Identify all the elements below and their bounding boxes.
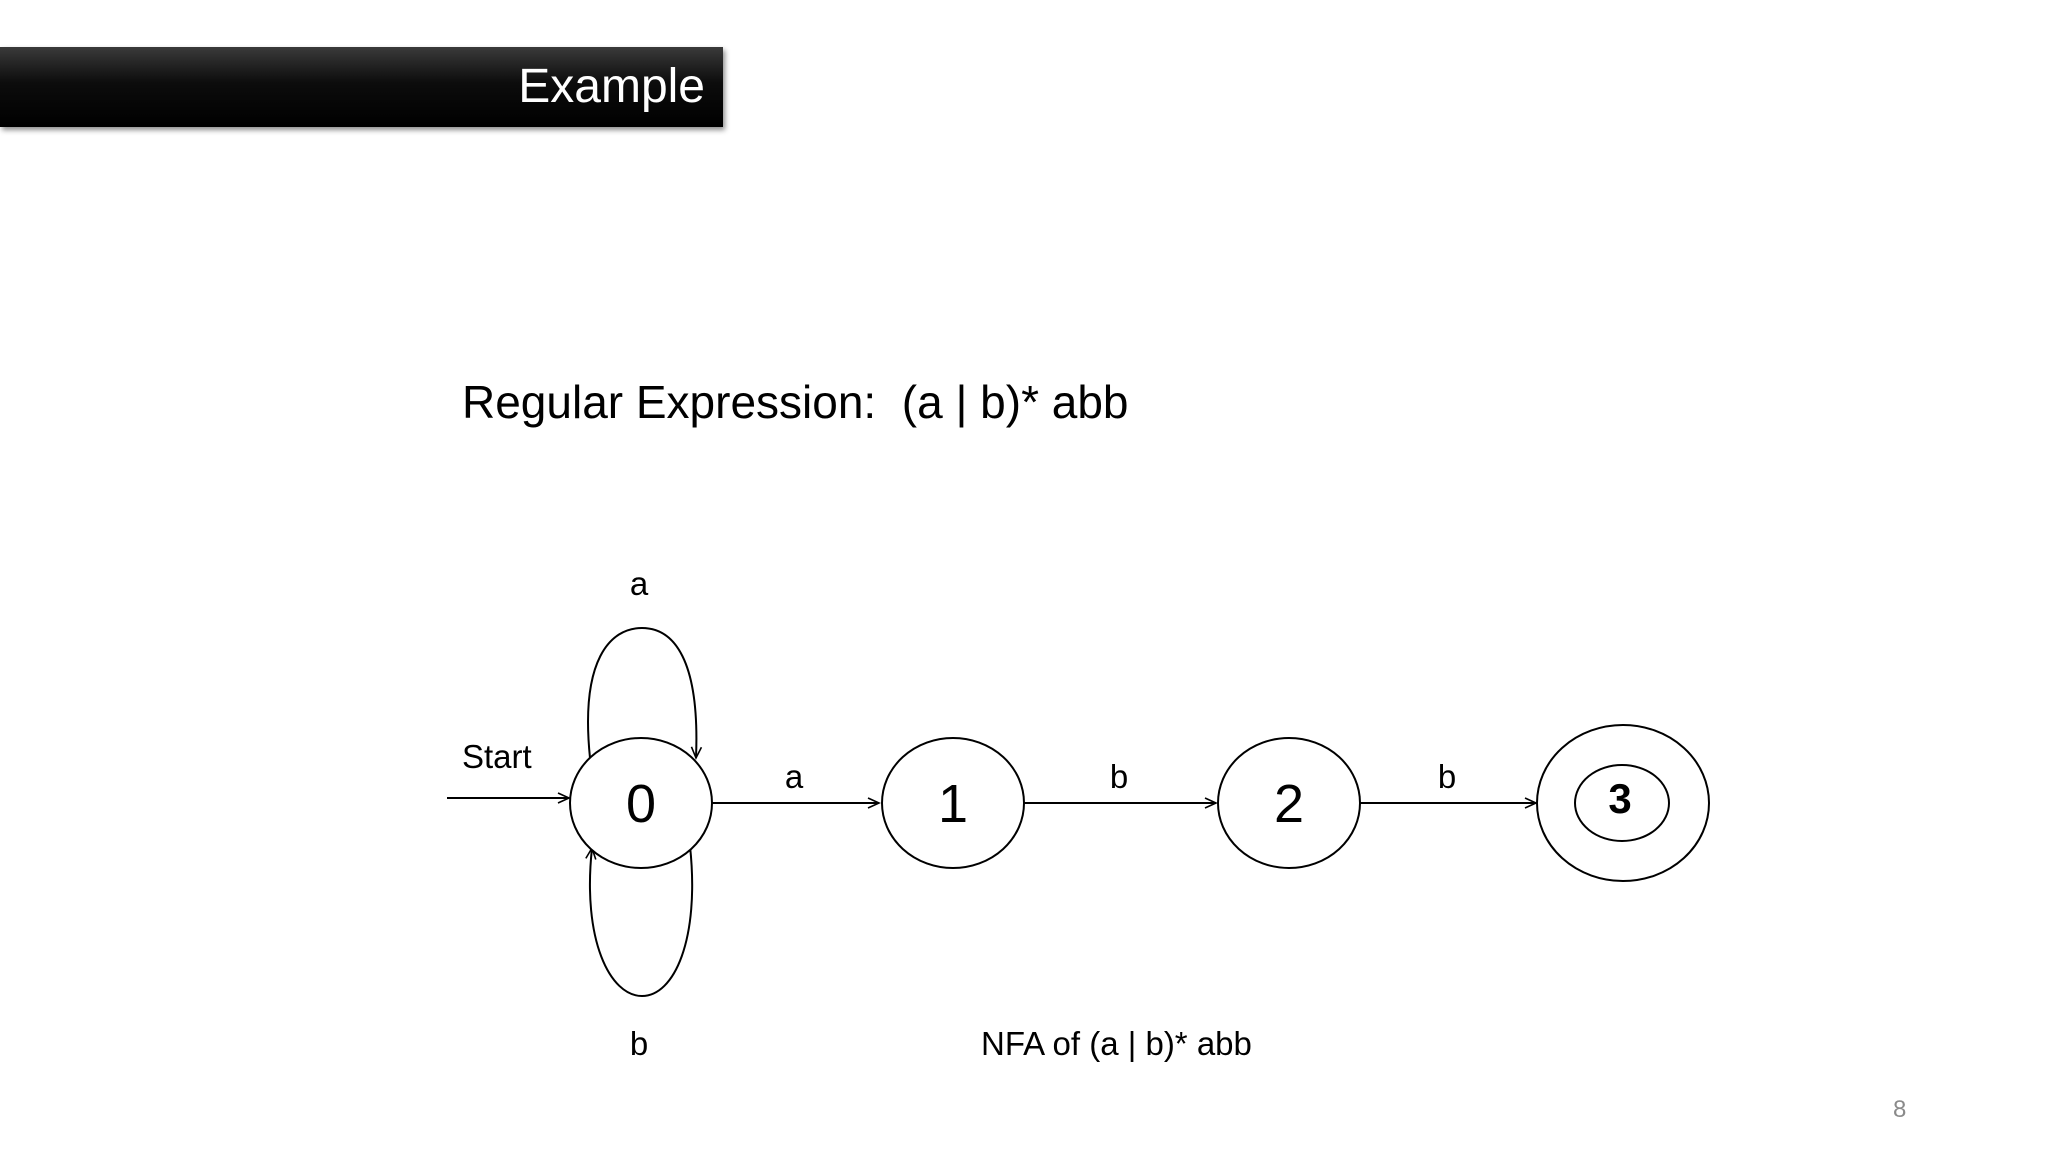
transition-0-1-label: a — [785, 758, 804, 795]
transition-2-3-label: b — [1438, 758, 1456, 795]
slide-title: Example — [518, 60, 705, 113]
state-2 — [1217, 737, 1361, 869]
self-loop-a-label: a — [630, 565, 649, 602]
state-1 — [881, 737, 1025, 869]
self-loop-b-label: b — [630, 1025, 648, 1062]
state-3-label: 3 — [1608, 775, 1631, 822]
transition-1-2-label: b — [1110, 758, 1128, 795]
self-loop-b — [585, 845, 694, 998]
state-3-inner-ring — [1574, 764, 1670, 842]
page-number: 8 — [1893, 1096, 1907, 1123]
title-bar: Example — [0, 47, 723, 127]
state-0-label: 0 — [626, 774, 656, 834]
self-loop-a — [587, 626, 703, 760]
state-0 — [569, 737, 713, 869]
start-label: Start — [462, 738, 532, 775]
state-1-label: 1 — [938, 774, 968, 834]
diagram-caption: NFA of (a | b)* abb — [981, 1025, 1252, 1062]
regex-statement: Regular Expression: (a | b)* abb — [462, 376, 1129, 428]
state-2-label: 2 — [1274, 774, 1304, 834]
